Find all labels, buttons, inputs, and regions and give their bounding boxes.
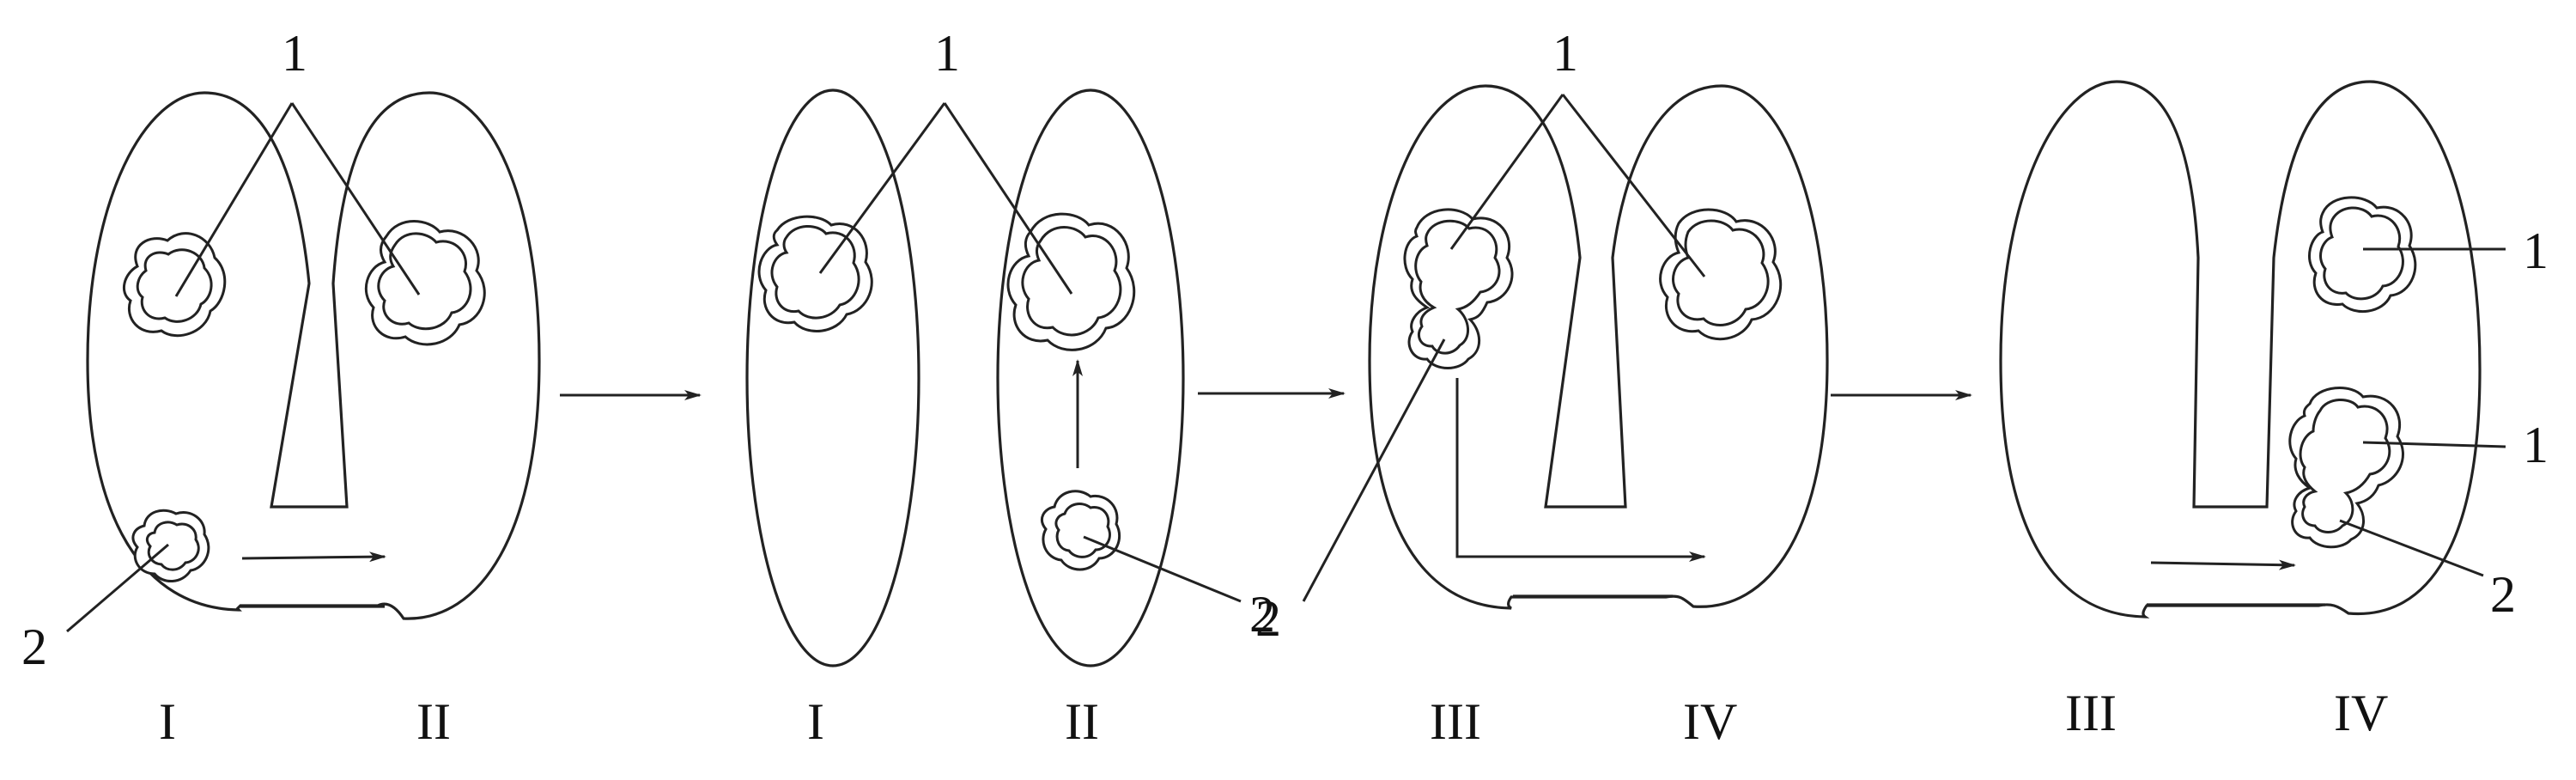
cell-label-left: III: [1430, 693, 1481, 750]
cell-label-left: III: [2065, 685, 2117, 741]
leader-1-right: [290, 102, 421, 296]
leader-2: [1302, 338, 1446, 602]
nucleus-fused-inner: [1414, 219, 1501, 355]
cell-label-right: II: [416, 693, 451, 750]
panel-2: 1 2 I II: [745, 25, 1275, 750]
cell-label-right: II: [1065, 693, 1099, 750]
cell-outline-ii: [996, 88, 1185, 667]
nucleus-large-right-inner: [377, 232, 472, 331]
leader-1-left: [174, 102, 294, 297]
label-1: 1: [282, 25, 307, 82]
label-1: 1: [934, 25, 960, 82]
panel-4: 1 1 2 III IV: [1999, 80, 2549, 741]
label-1-upper: 1: [2523, 222, 2549, 279]
cell-outline-iii-iv: [1368, 84, 1829, 610]
cell-outline-iii-iv: [1999, 80, 2482, 619]
panel-1: 1 2 I II: [21, 25, 541, 750]
leader-1-right: [1561, 94, 1706, 277]
label-1-lower: 1: [2523, 417, 2549, 473]
cell-label-left: I: [807, 693, 824, 750]
cell-label-right: IV: [2334, 685, 2388, 741]
leader-1-left: [1449, 94, 1564, 250]
label-2: 2: [2490, 566, 2516, 623]
arrow-transfer-l: [1455, 378, 1706, 562]
nucleus-large-right-inner: [1672, 219, 1770, 326]
cell-label-right: IV: [1683, 693, 1737, 750]
label-2: 2: [21, 619, 47, 675]
cell-outline-i: [745, 88, 920, 667]
nucleus-upper-inner: [2319, 206, 2404, 301]
label-2: 2: [1255, 590, 1281, 647]
nucleus-small-inner: [1054, 503, 1111, 558]
panel-3: 1 2 III IV: [1255, 25, 1829, 750]
nucleus-lower-fused-inner: [2299, 399, 2391, 533]
leader-2: [66, 543, 169, 633]
leader-1-lower: [2362, 441, 2506, 448]
cell-outline-i-ii: [86, 91, 541, 620]
leader-2: [1083, 535, 1242, 603]
arrow-transfer: [241, 551, 386, 563]
leader-1-right: [943, 102, 1073, 295]
arrow-transfer: [2150, 559, 2296, 570]
cell-label-left: I: [159, 693, 176, 750]
label-1: 1: [1552, 25, 1578, 82]
nucleus-small-inner: [145, 521, 200, 571]
leader-1-left: [818, 102, 946, 274]
label-2: 2: [1249, 586, 1275, 643]
leader-2: [2339, 519, 2484, 577]
nucleus-large-right-inner: [1021, 226, 1122, 337]
